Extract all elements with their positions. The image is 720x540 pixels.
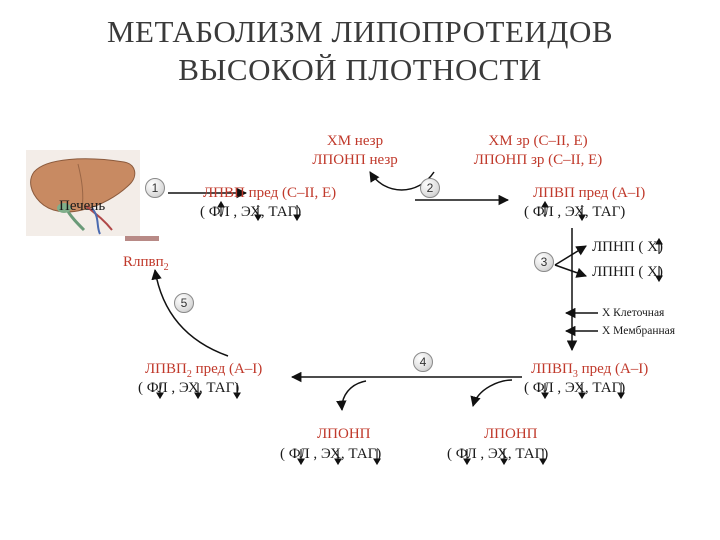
hdl-pre-ce-composition: ( ФЛ , ЭХ, ТАГ) bbox=[200, 204, 302, 220]
vldl-left-composition: ( ФЛ , ЭХ, ТАГ) bbox=[280, 446, 382, 462]
hdl-pre-a1-label: ЛПВП пред (А–I) bbox=[533, 185, 646, 201]
hdl2-label: ЛПВП2 пред (А–I) bbox=[145, 361, 263, 380]
liver-image bbox=[26, 150, 140, 236]
ldl-label-1: ЛПНП ( Х) bbox=[592, 239, 663, 255]
liver-bar bbox=[125, 236, 159, 241]
hdl2-composition: ( ФЛ , ЭХ, ТАГ) bbox=[138, 380, 240, 396]
arrow-ldl-2 bbox=[554, 264, 587, 278]
arc-vldl-right bbox=[470, 379, 513, 408]
arc-vldl-left bbox=[336, 380, 367, 412]
step-2-badge: 2 bbox=[420, 178, 440, 198]
vldl-ripe-label: ЛПОНП зр (С–II, Е) bbox=[473, 152, 603, 168]
step-4-badge: 4 bbox=[413, 352, 433, 372]
title-line-2: ВЫСОКОЙ ПЛОТНОСТИ bbox=[178, 52, 542, 87]
arrow-ldl-1 bbox=[554, 245, 587, 266]
vldl-left-label: ЛПОНП bbox=[317, 426, 371, 442]
chm-ripe-label: ХМ зр (С–II, Е) bbox=[488, 133, 588, 149]
vldl-right-label: ЛПОНП bbox=[484, 426, 538, 442]
hdl-pre-ce-label: ЛПВП пред (С–II, Е) bbox=[203, 185, 337, 201]
liver-label: Печень bbox=[59, 198, 106, 214]
arrow-step5 bbox=[151, 268, 229, 357]
step-1-badge: 1 bbox=[145, 178, 165, 198]
ldl-label-2: ЛПНП ( Х) bbox=[592, 264, 663, 280]
step-5-badge: 5 bbox=[174, 293, 194, 313]
receptor-label: Rлпвп2 bbox=[123, 254, 169, 273]
title-line-1: МЕТАБОЛИЗМ ЛИПОПРОТЕИДОВ bbox=[106, 14, 614, 49]
hdl3-composition: ( ФЛ , ЭХ, ТАГ) bbox=[524, 380, 626, 396]
vldl-right-composition: ( ФЛ , ЭХ, ТАГ) bbox=[447, 446, 549, 462]
hdl3-label: ЛПВП3 пред (А–I) bbox=[531, 361, 649, 380]
chol-cellular: Х Клеточная bbox=[602, 307, 665, 319]
hdl-pre-a1-composition: ( ФЛ , ЭХ, ТАГ) bbox=[524, 204, 626, 220]
chm-unripe-label: ХМ незр bbox=[326, 133, 384, 149]
vldl-unripe-label: ЛПОНП незр bbox=[312, 152, 398, 168]
step-3-badge: 3 bbox=[534, 252, 554, 272]
chol-membrane: Х Мембранная bbox=[602, 325, 676, 337]
